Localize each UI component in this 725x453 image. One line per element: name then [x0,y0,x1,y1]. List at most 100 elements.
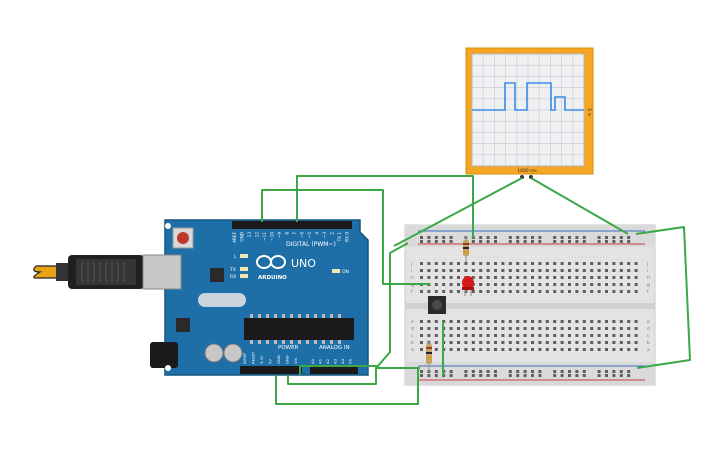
push-button[interactable] [428,296,446,314]
breadboard-hole[interactable] [486,269,490,272]
breadboard-hole[interactable] [486,327,490,330]
breadboard-hole[interactable] [457,283,460,286]
breadboard-hole[interactable] [575,327,579,330]
breadboard-hole[interactable] [605,262,608,265]
rail-hole[interactable] [538,236,542,239]
rail-hole[interactable] [619,370,623,373]
rail-hole[interactable] [553,374,557,377]
breadboard-hole[interactable] [420,276,423,279]
breadboard-hole[interactable] [575,290,579,293]
wire-pin12-to-button[interactable] [261,189,430,285]
breadboard-hole[interactable] [538,283,542,286]
breadboard-hole[interactable] [420,334,423,337]
breadboard-hole[interactable] [605,276,608,279]
breadboard-hole[interactable] [627,348,631,351]
breadboard-hole[interactable] [560,341,564,344]
breadboard-hole[interactable] [619,348,623,351]
breadboard-hole[interactable] [516,348,520,351]
rail-hole[interactable] [523,374,527,377]
breadboard-hole[interactable] [553,327,557,330]
breadboard-hole[interactable] [553,283,557,286]
breadboard-hole[interactable] [434,348,438,351]
breadboard-hole[interactable] [605,348,608,351]
breadboard-hole[interactable] [605,334,608,337]
breadboard-hole[interactable] [627,276,631,279]
rail-hole[interactable] [486,240,490,243]
breadboard-hole[interactable] [575,276,579,279]
breadboard-hole[interactable] [531,334,534,337]
rail-hole[interactable] [516,374,520,377]
wire-gnd2-to-rail[interactable] [275,368,419,405]
breadboard-hole[interactable] [479,327,483,330]
rail-hole[interactable] [568,370,571,373]
breadboard-hole[interactable] [449,341,453,344]
breadboard-hole[interactable] [612,290,616,293]
breadboard-hole[interactable] [464,320,468,323]
breadboard-hole[interactable] [516,269,520,272]
breadboard-hole[interactable] [582,327,586,330]
rail-hole[interactable] [575,236,579,239]
breadboard-hole[interactable] [420,290,423,293]
breadboard-hole[interactable] [457,262,460,265]
breadboard-hole[interactable] [560,283,564,286]
breadboard-hole[interactable] [612,320,616,323]
breadboard-hole[interactable] [501,276,505,279]
breadboard-hole[interactable] [457,327,460,330]
breadboard-hole[interactable] [553,262,557,265]
rail-hole[interactable] [619,240,623,243]
breadboard-hole[interactable] [597,276,601,279]
resistor-bottom[interactable] [426,340,432,372]
breadboard-hole[interactable] [553,348,557,351]
breadboard-hole[interactable] [619,262,623,265]
breadboard-hole[interactable] [479,334,483,337]
rail-hole[interactable] [560,370,564,373]
breadboard-hole[interactable] [427,334,431,337]
breadboard-hole[interactable] [479,262,483,265]
breadboard-hole[interactable] [575,320,579,323]
rail-hole[interactable] [494,370,497,373]
rail-hole[interactable] [531,370,534,373]
breadboard-hole[interactable] [494,327,497,330]
breadboard-hole[interactable] [508,327,512,330]
rail-hole[interactable] [597,374,601,377]
breadboard-hole[interactable] [568,334,571,337]
breadboard-hole[interactable] [420,327,423,330]
breadboard-hole[interactable] [619,320,623,323]
rail-hole[interactable] [442,236,446,239]
breadboard-hole[interactable] [553,334,557,337]
breadboard-hole[interactable] [553,276,557,279]
rail-hole[interactable] [575,374,579,377]
rail-hole[interactable] [479,240,483,243]
breadboard-hole[interactable] [434,276,438,279]
breadboard-hole[interactable] [442,320,446,323]
breadboard-hole[interactable] [597,262,601,265]
breadboard-hole[interactable] [457,334,460,337]
breadboard-hole[interactable] [634,283,638,286]
breadboard-hole[interactable] [612,269,616,272]
breadboard-hole[interactable] [545,269,549,272]
resistor-top[interactable] [463,236,469,262]
breadboard-hole[interactable] [420,320,423,323]
breadboard-hole[interactable] [568,341,571,344]
breadboard-hole[interactable] [471,276,475,279]
breadboard-hole[interactable] [634,327,638,330]
breadboard-hole[interactable] [634,320,638,323]
rail-hole[interactable] [582,236,586,239]
rail-hole[interactable] [449,370,453,373]
breadboard-hole[interactable] [605,341,608,344]
rail-hole[interactable] [427,236,431,239]
breadboard-hole[interactable] [494,341,497,344]
rail-hole[interactable] [479,370,483,373]
breadboard-hole[interactable] [434,320,438,323]
breadboard-hole[interactable] [479,320,483,323]
breadboard-hole[interactable] [634,269,638,272]
breadboard-hole[interactable] [634,341,638,344]
rail-hole[interactable] [538,374,542,377]
rail-hole[interactable] [560,236,564,239]
rail-hole[interactable] [442,240,446,243]
breadboard-hole[interactable] [508,269,512,272]
rail-hole[interactable] [531,236,534,239]
breadboard-hole[interactable] [516,276,520,279]
breadboard-hole[interactable] [457,269,460,272]
breadboard-hole[interactable] [590,262,594,265]
